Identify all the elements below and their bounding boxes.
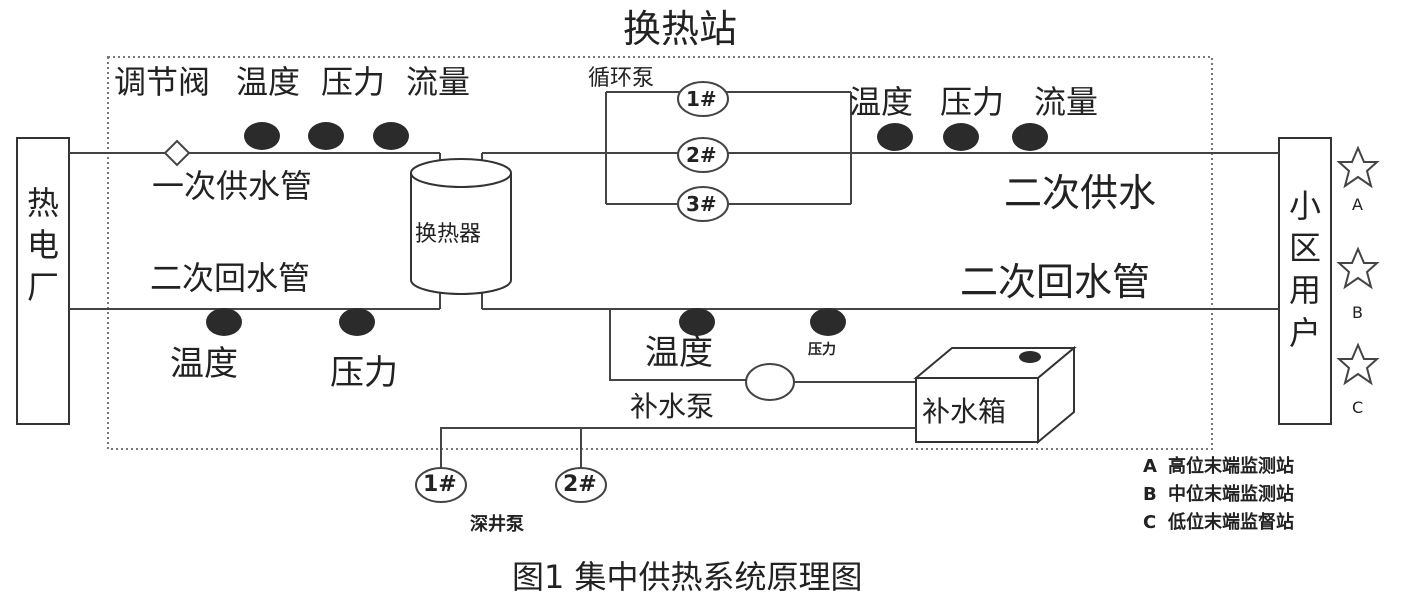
circulation-pump-2-label: 2# — [686, 143, 717, 167]
regulating-valve-icon — [163, 139, 191, 167]
well-pump-1-icon — [415, 467, 467, 503]
primary-pressure-label: 压力 — [321, 63, 386, 101]
station-a-star-icon — [1336, 145, 1380, 189]
secondary-supply-label: 二次供水 — [1004, 171, 1157, 215]
primary-pipe-label: 一次供水管 — [152, 167, 313, 205]
makeup-pump-label: 补水泵 — [630, 390, 715, 423]
legend-c-code: C — [1143, 512, 1157, 533]
users-label-text: 小区用户 — [1288, 187, 1321, 352]
primary-return-pressure-label: 压力 — [330, 353, 398, 393]
legend-c-text: 低位末端监督站 — [1168, 512, 1294, 533]
secondary-pressure-label: 压力 — [940, 83, 1005, 121]
plant-label: 热电厂 — [26, 182, 60, 309]
secondary-return-pressure-label: 压力 — [808, 342, 836, 358]
station-boundary — [107, 56, 1213, 450]
users-box — [1278, 137, 1332, 425]
plant-box — [16, 137, 70, 425]
secondary-temp-label: 温度 — [849, 83, 914, 121]
station-b-marker: B — [1352, 303, 1363, 322]
legend-b-code: B — [1143, 484, 1157, 505]
circulation-pump-1-icon — [677, 81, 729, 117]
makeup-branch-pipe — [609, 309, 748, 381]
secondary-return-temp-sensor — [679, 308, 715, 336]
figure-caption: 图1 集中供热系统原理图 — [512, 558, 863, 596]
primary-temp-sensor — [244, 122, 280, 150]
exchanger-label: 换热器 — [415, 222, 482, 247]
well-pump-2-label: 2# — [563, 472, 597, 497]
circulation-pump-3-icon — [677, 186, 729, 222]
circulation-pump-1-label: 1# — [686, 87, 717, 111]
primary-return-temp-sensor — [206, 308, 242, 336]
circulation-pump-3-label: 3# — [686, 192, 717, 216]
circulation-pumps-label: 循环泵 — [588, 66, 655, 91]
secondary-return-temp-label: 温度 — [645, 333, 713, 373]
primary-temp-label: 温度 — [236, 63, 301, 101]
diagram-title: 换热站 — [623, 7, 738, 51]
station-a-marker: A — [1352, 195, 1363, 214]
secondary-pressure-sensor — [943, 123, 979, 151]
well-pumps-label: 深井泵 — [470, 514, 524, 535]
station-c-star-icon — [1336, 342, 1380, 386]
secondary-flow-sensor — [1012, 123, 1048, 151]
makeup-tank — [913, 345, 1077, 445]
primary-flow-label: 流量 — [406, 63, 471, 101]
secondary-flow-label: 流量 — [1034, 83, 1099, 121]
primary-return-pressure-sensor — [339, 308, 375, 336]
station-c-marker: C — [1352, 398, 1364, 417]
secondary-temp-sensor — [877, 123, 913, 151]
users-label: 小区用户 — [1288, 185, 1322, 354]
well-pipe — [440, 427, 916, 468]
secondary-return-pipe-label: 二次回水管 — [960, 260, 1151, 304]
primary-pressure-sensor — [308, 122, 344, 150]
well-pump-1-label: 1# — [423, 472, 457, 497]
legend-b-text: 中位末端监测站 — [1168, 484, 1294, 505]
primary-flow-sensor — [373, 122, 409, 150]
primary-return-pipe-label: 二次回水管 — [150, 259, 311, 297]
secondary-return-pressure-sensor — [810, 308, 846, 336]
legend-a-text: 高位末端监测站 — [1168, 456, 1294, 477]
well-pump-2-icon — [555, 467, 607, 503]
heat-exchanger — [410, 158, 512, 295]
legend-a-code: A — [1143, 456, 1157, 477]
circulation-pump-2-icon — [677, 137, 729, 173]
station-b-star-icon — [1336, 246, 1380, 290]
valve-label: 调节阀 — [114, 63, 211, 101]
makeup-tank-label: 补水箱 — [922, 395, 1007, 428]
primary-return-temp-label: 温度 — [170, 344, 238, 384]
plant-label-text: 热电厂 — [26, 184, 59, 307]
makeup-pump-icon — [745, 363, 795, 401]
